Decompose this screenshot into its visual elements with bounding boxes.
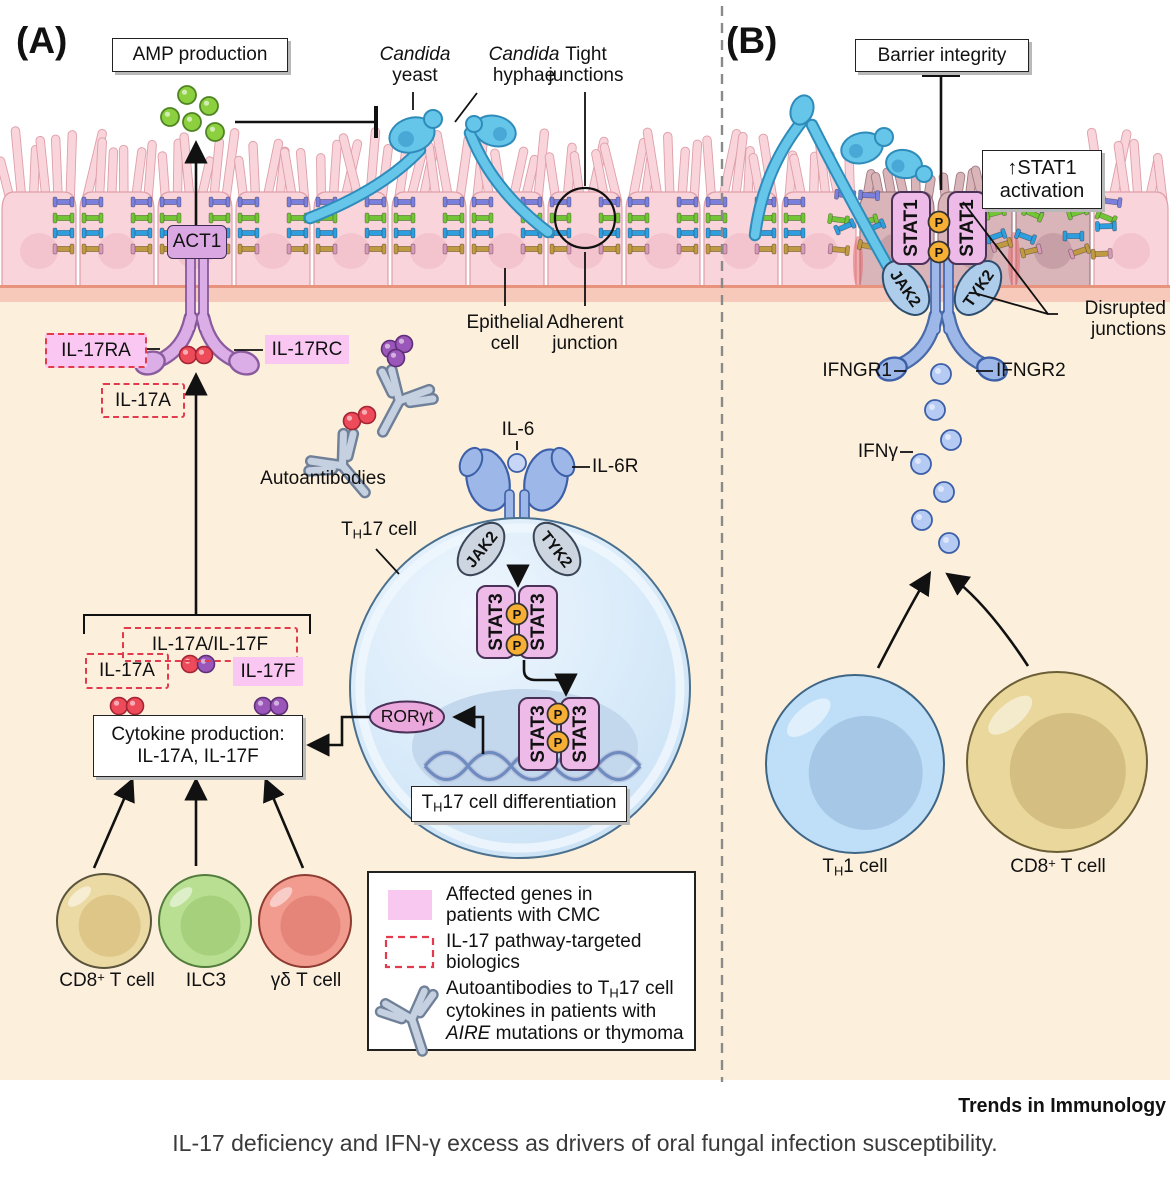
il6-label: IL-6 <box>501 419 535 440</box>
il17a-label: IL-17A <box>85 653 169 689</box>
th1-cell <box>765 674 945 854</box>
cd8-t-cell-b <box>966 671 1148 853</box>
phospho-label: P <box>554 707 563 722</box>
amp-production-box: AMP production <box>112 38 288 72</box>
act1-box: ACT1 <box>167 225 227 259</box>
phospho-label: P <box>513 607 522 622</box>
ifng-molecules <box>910 363 962 554</box>
il6r-label: IL-6R <box>592 456 639 477</box>
tight-junction-circle <box>553 186 617 250</box>
cd8-t-cell-label-b: CD8+ T cell <box>1010 855 1106 877</box>
legend-item-biologics: IL-17 pathway-targeted biologics <box>446 931 642 974</box>
ifng-label: IFNγ <box>857 441 898 462</box>
stat-box-label: STAT3 <box>528 593 549 650</box>
adherent-junction-label: Adherent junction <box>546 312 624 355</box>
ilc3-label: ILC3 <box>185 970 227 991</box>
leader-lines <box>144 92 1058 575</box>
stat-box-label: STAT3 <box>486 593 507 650</box>
stat-box-label: STAT3 <box>570 705 591 762</box>
il17rc-label: IL-17RC <box>265 335 349 364</box>
jak-tyk-b: JAK2 TYK2 <box>881 260 1003 316</box>
il17ra-label: IL-17RA <box>45 333 147 368</box>
journal-name: Trends in Immunology <box>958 1094 1166 1117</box>
autoantibodies-label: Autoantibodies <box>260 468 386 489</box>
disrupted-junctions-label: Disrupted junctions <box>1084 298 1166 341</box>
ilc3-cell <box>158 874 252 968</box>
ifngr-receptor <box>876 247 1008 382</box>
stat-box-label: STAT1 <box>901 199 922 257</box>
th17-differentiation-box: TH17 cell differentiation <box>411 786 627 822</box>
legend-item-affected-genes: Affected genes in patients with CMC <box>446 884 601 927</box>
cd8-t-cell-label-a: CD8+ T cell <box>59 969 155 991</box>
il6-ligand <box>507 453 527 473</box>
roryt-label: RORγt <box>380 706 434 726</box>
legend-item-autoantibodies: Autoantibodies to TH17 cell cytokines in… <box>446 978 684 1044</box>
phospho-label: P <box>513 638 522 653</box>
phospho-label: P <box>935 215 944 230</box>
gdt-cell <box>258 874 352 968</box>
bracket <box>83 614 311 634</box>
legend-box <box>367 871 696 1060</box>
panel-b-letter: (B) <box>726 20 778 61</box>
figure-caption: IL-17 deficiency and IFN-γ excess as dri… <box>172 1130 998 1156</box>
legend-swatch-pink <box>388 890 432 920</box>
phospho-label: P <box>935 245 944 260</box>
phospho-label: P <box>554 735 563 750</box>
th1-cell-label: TH1 cell <box>822 856 888 879</box>
candida-hyphae-label: Candida hyphae <box>488 44 560 87</box>
cytokine-dimers <box>109 334 414 716</box>
gdt-cell-label: γδ T cell <box>270 970 342 991</box>
arrows <box>83 73 1030 869</box>
jak-tyk-a: JAK2 TYK2 <box>456 521 582 577</box>
ifngr1-label: IFNGR1 <box>822 360 892 381</box>
cytokine-production-box: Cytokine production: IL-17A, IL-17F <box>93 715 303 777</box>
th17-cell-label: TH17 cell <box>341 519 417 542</box>
candida-yeast-label: Candida yeast <box>379 44 451 87</box>
candida-a <box>303 109 555 239</box>
cd8-t-cell-a <box>56 873 152 969</box>
il17a-il17f-label: IL-17A/IL-17F <box>122 627 298 662</box>
amp-molecules <box>160 85 225 142</box>
stat1-activation-box: ↑STAT1 activation <box>982 150 1102 209</box>
epithelial-cell-label: Epithelial cell <box>466 312 544 355</box>
il17a-ligand-label: IL-17A <box>101 383 185 418</box>
barrier-integrity-box: Barrier integrity <box>855 39 1029 72</box>
il17f-label: IL-17F <box>233 657 303 686</box>
ifngr2-label: IFNGR2 <box>996 360 1066 381</box>
stat-box-label: STAT3 <box>528 705 549 762</box>
panel-a-letter: (A) <box>16 20 68 61</box>
tight-junctions-label: Tight junctions <box>548 44 624 87</box>
stat-box-label: STAT1 <box>957 199 978 257</box>
legend-swatch-dashed <box>384 935 435 969</box>
